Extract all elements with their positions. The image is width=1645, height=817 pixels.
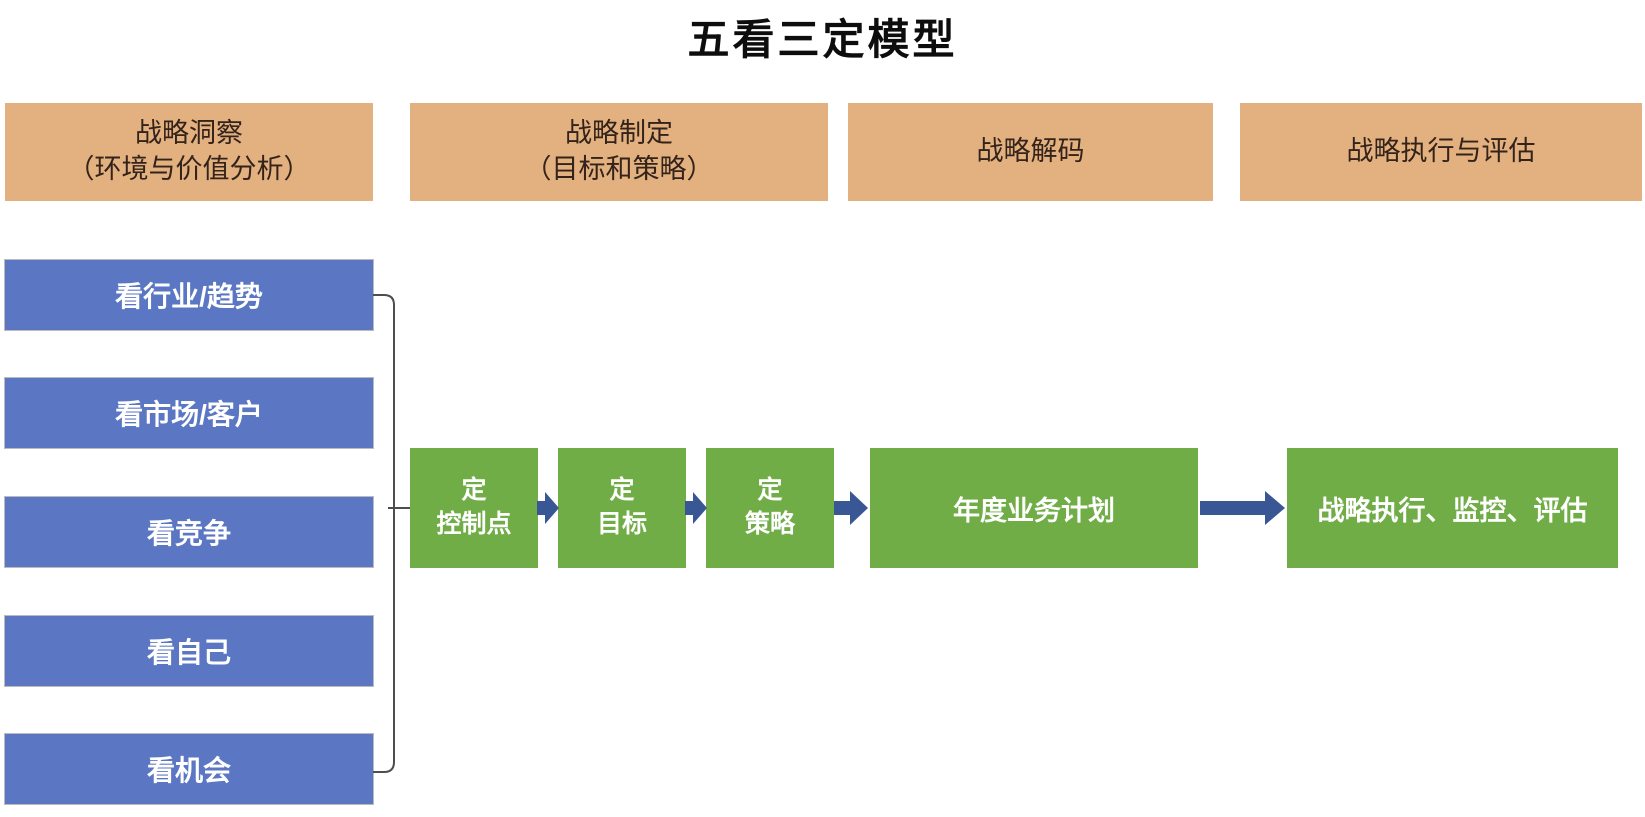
decision-box-line: 定	[461, 476, 487, 505]
annual-business-plan-label: 年度业务计划	[953, 495, 1115, 526]
decision-box-line: 定	[757, 476, 783, 505]
phase-header-strategy-formulation: 战略制定 （目标和策略）	[410, 103, 828, 201]
phase-header-line: 战略解码	[976, 136, 1085, 167]
decision-box-control-points: 定 控制点	[410, 448, 538, 568]
look-box-label: 看自己	[146, 637, 231, 668]
decision-box-goals: 定 目标	[558, 448, 686, 568]
look-box-competition: 看竞争	[5, 497, 373, 567]
phase-header-line: 战略制定	[565, 118, 673, 149]
look-box-label: 看竞争	[146, 518, 231, 549]
execution-monitoring-evaluation-box: 战略执行、监控、评估	[1287, 448, 1618, 568]
look-box-market-customers: 看市场/客户	[5, 378, 373, 448]
five-looks-brace	[373, 294, 395, 773]
phase-header-line: （目标和策略）	[524, 154, 714, 184]
phase-header-strategy-decoding: 战略解码	[848, 103, 1213, 201]
phase-header-strategic-insight: 战略洞察 （环境与价值分析）	[5, 103, 373, 201]
phase-header-line: （环境与价值分析）	[67, 154, 311, 184]
look-box-label: 看市场/客户	[115, 399, 263, 430]
look-box-opportunities: 看机会	[5, 734, 373, 804]
flow-arrow-icon	[834, 491, 868, 525]
look-box-label: 看机会	[146, 755, 231, 786]
decision-box-line: 控制点	[436, 510, 512, 538]
decision-box-strategies: 定 策略	[706, 448, 834, 568]
execution-monitoring-evaluation-label: 战略执行、监控、评估	[1317, 495, 1588, 526]
flow-arrow-icon	[537, 492, 559, 524]
phase-header-line: 战略洞察	[135, 118, 243, 149]
decision-box-line: 目标	[596, 510, 647, 538]
decision-box-line: 定	[609, 476, 635, 505]
look-box-label: 看行业/趋势	[115, 281, 263, 312]
decision-box-line: 策略	[744, 510, 795, 538]
look-box-self: 看自己	[5, 616, 373, 686]
flow-arrow-icon	[1200, 491, 1285, 525]
flow-arrow-icon	[685, 492, 707, 524]
look-box-industry-trends: 看行业/趋势	[5, 260, 373, 330]
page-title: 五看三定模型	[687, 16, 958, 63]
annual-business-plan-box: 年度业务计划	[870, 448, 1198, 568]
phase-header-line: 战略执行与评估	[1346, 136, 1536, 167]
phase-header-execution-evaluation: 战略执行与评估	[1240, 103, 1642, 201]
